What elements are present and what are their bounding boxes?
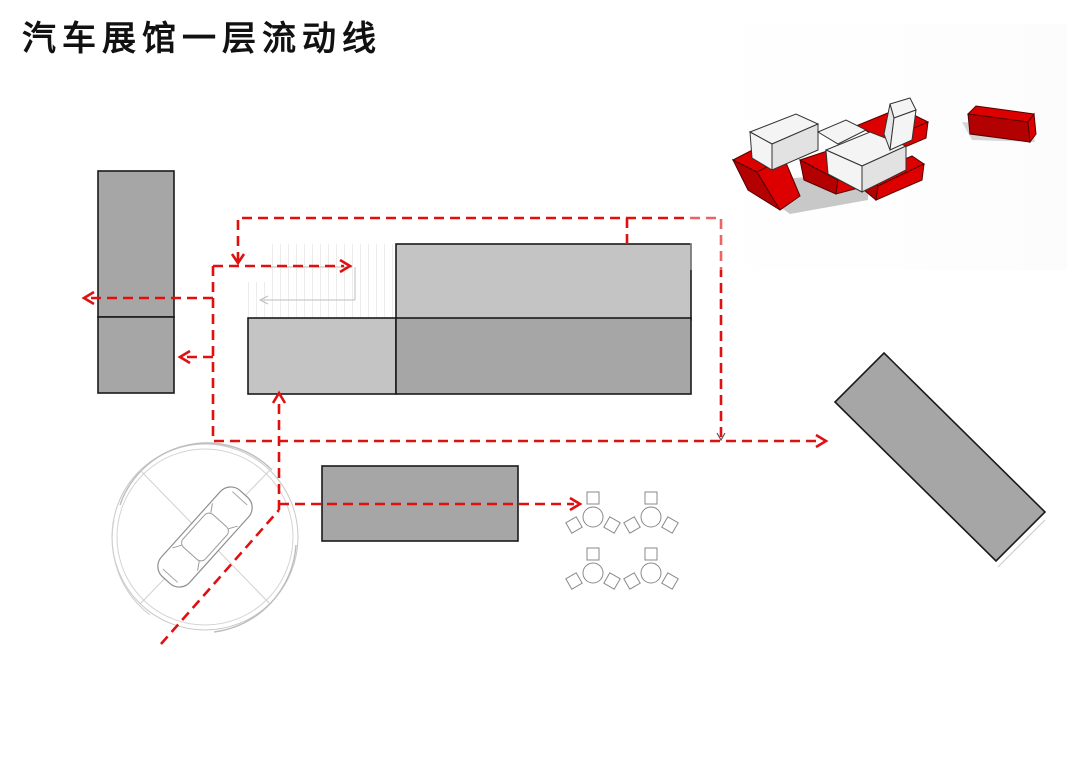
arrowhead-right-east-corridor <box>815 433 829 449</box>
massing-white-tower <box>883 97 917 151</box>
arrowhead-left-upper-exit <box>81 290 95 306</box>
arrowhead-right-dining <box>569 496 583 512</box>
main-building <box>247 243 692 395</box>
car-turntable-icon <box>111 442 299 633</box>
round-table-with-three-chairs-icon <box>565 491 621 534</box>
car-icon <box>157 486 253 588</box>
round-table-with-three-chairs-icon <box>623 491 679 534</box>
massing-red-detached-block <box>966 105 1037 144</box>
round-table-with-three-chairs-icon <box>565 547 621 590</box>
dining-sets <box>565 491 679 590</box>
main-building-block-southwest <box>247 317 397 395</box>
flow-line-outer-loop <box>236 216 723 440</box>
round-table-with-three-chairs-icon <box>623 547 679 590</box>
arrowhead-right-stair <box>339 258 353 274</box>
staircase-icon <box>248 244 397 318</box>
rotated-building-east <box>833 351 1047 563</box>
left-building-lower <box>97 316 175 394</box>
flow-line-entrance <box>160 509 280 645</box>
axonometric-massing-model <box>690 24 1067 270</box>
main-building-block-northeast <box>395 243 692 321</box>
massing-white-left-box <box>748 113 820 171</box>
left-building <box>97 170 175 394</box>
main-building-block-southeast <box>395 317 692 395</box>
page-title: 汽车展馆一层流动线 <box>22 19 382 59</box>
circulation-flow-lines <box>81 216 829 645</box>
arrowhead-left-lower-exit <box>177 349 191 365</box>
arrowhead-up-north-branch <box>271 390 287 404</box>
flow-line-west-corridor <box>211 266 820 443</box>
arrowhead-down-loop-end <box>716 432 726 442</box>
left-building-upper <box>97 170 175 318</box>
lower-building <box>321 465 519 542</box>
arrowhead-down-loop-start <box>230 253 246 266</box>
